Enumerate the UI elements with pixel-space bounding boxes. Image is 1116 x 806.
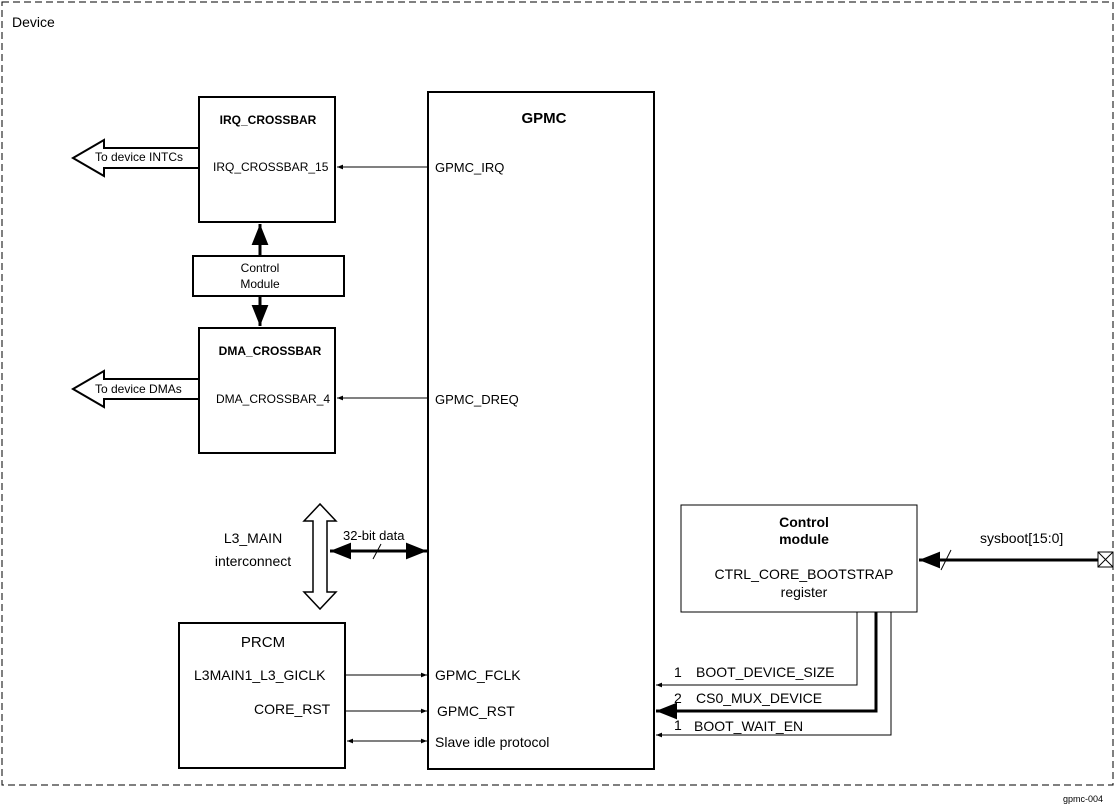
control-module-register: CTRL_CORE_BOOTSTRAP [714, 566, 894, 582]
dma-crossbar-title: DMA_CROSSBAR [218, 344, 322, 358]
irq-crossbar-box [198, 96, 336, 223]
irq-output-arrow [71, 138, 200, 178]
gpmc-box [427, 91, 655, 770]
prcm-box [178, 622, 346, 769]
gpmc-title: GPMC [521, 110, 567, 127]
dma-crossbar-port: DMA_CROSSBAR_4 [216, 392, 331, 406]
control-module-small-line1: Control [240, 261, 280, 275]
irq-crossbar-port: IRQ_CROSSBAR_15 [213, 160, 329, 174]
l3-main-label: L3_MAIN [223, 530, 283, 546]
data-bus-slash [372, 543, 382, 560]
sysboot-label: sysboot[15:0] [980, 530, 1064, 546]
device-label: Device [12, 14, 55, 30]
control-module-title2: module [779, 531, 829, 547]
l3-main-bus-arrow [302, 502, 338, 611]
boot-signal-width: 1 [674, 664, 682, 680]
control-module-small-box [192, 255, 345, 297]
device-boundary [1, 1, 1114, 786]
cs0-mux-device-line [656, 612, 878, 720]
gpmc-dreq-label: GPMC_DREQ [435, 392, 519, 407]
gpmc-idle-label: Slave idle protocol [435, 734, 550, 750]
boot-signal-width: 2 [674, 690, 682, 706]
data-bus-label: 32-bit data [343, 528, 405, 543]
boot-wait-en-line [656, 612, 892, 738]
sysboot-slash [940, 549, 952, 571]
gpmc-irq-label: GPMC_IRQ [435, 160, 505, 175]
irq-crossbar-title: IRQ_CROSSBAR [219, 113, 317, 127]
control-module-box [680, 504, 918, 613]
control-module-register2: register [780, 584, 828, 600]
control-module-title1: Control [779, 514, 829, 530]
boot-signal-width: 1 [674, 717, 682, 733]
prcm-title: PRCM [240, 634, 286, 651]
prcm-clk-label: L3MAIN1_L3_GICLK [194, 667, 326, 683]
boot-signal-name: CS0_MUX_DEVICE [696, 690, 823, 706]
gpmc-fclk-label: GPMC_FCLK [435, 667, 521, 683]
dma-output-label: To device DMAs [95, 382, 182, 396]
irq-output-label: To device INTCs [95, 150, 184, 164]
figure-id: gpmc-004 [1063, 794, 1104, 804]
dma-output-arrow [71, 369, 200, 409]
prcm-rst-label: CORE_RST [254, 701, 331, 717]
dma-crossbar-box [198, 327, 336, 454]
gpmc-rst-label: GPMC_RST [437, 703, 515, 719]
l3-interconnect-label: interconnect [214, 553, 292, 569]
boot-signal-name: BOOT_WAIT_EN [694, 718, 804, 734]
boot-device-size-line [656, 612, 858, 688]
sysboot-pin-x2 [1097, 551, 1114, 568]
control-module-small-line2: Module [240, 277, 280, 291]
boot-signal-name: BOOT_DEVICE_SIZE [696, 664, 835, 680]
